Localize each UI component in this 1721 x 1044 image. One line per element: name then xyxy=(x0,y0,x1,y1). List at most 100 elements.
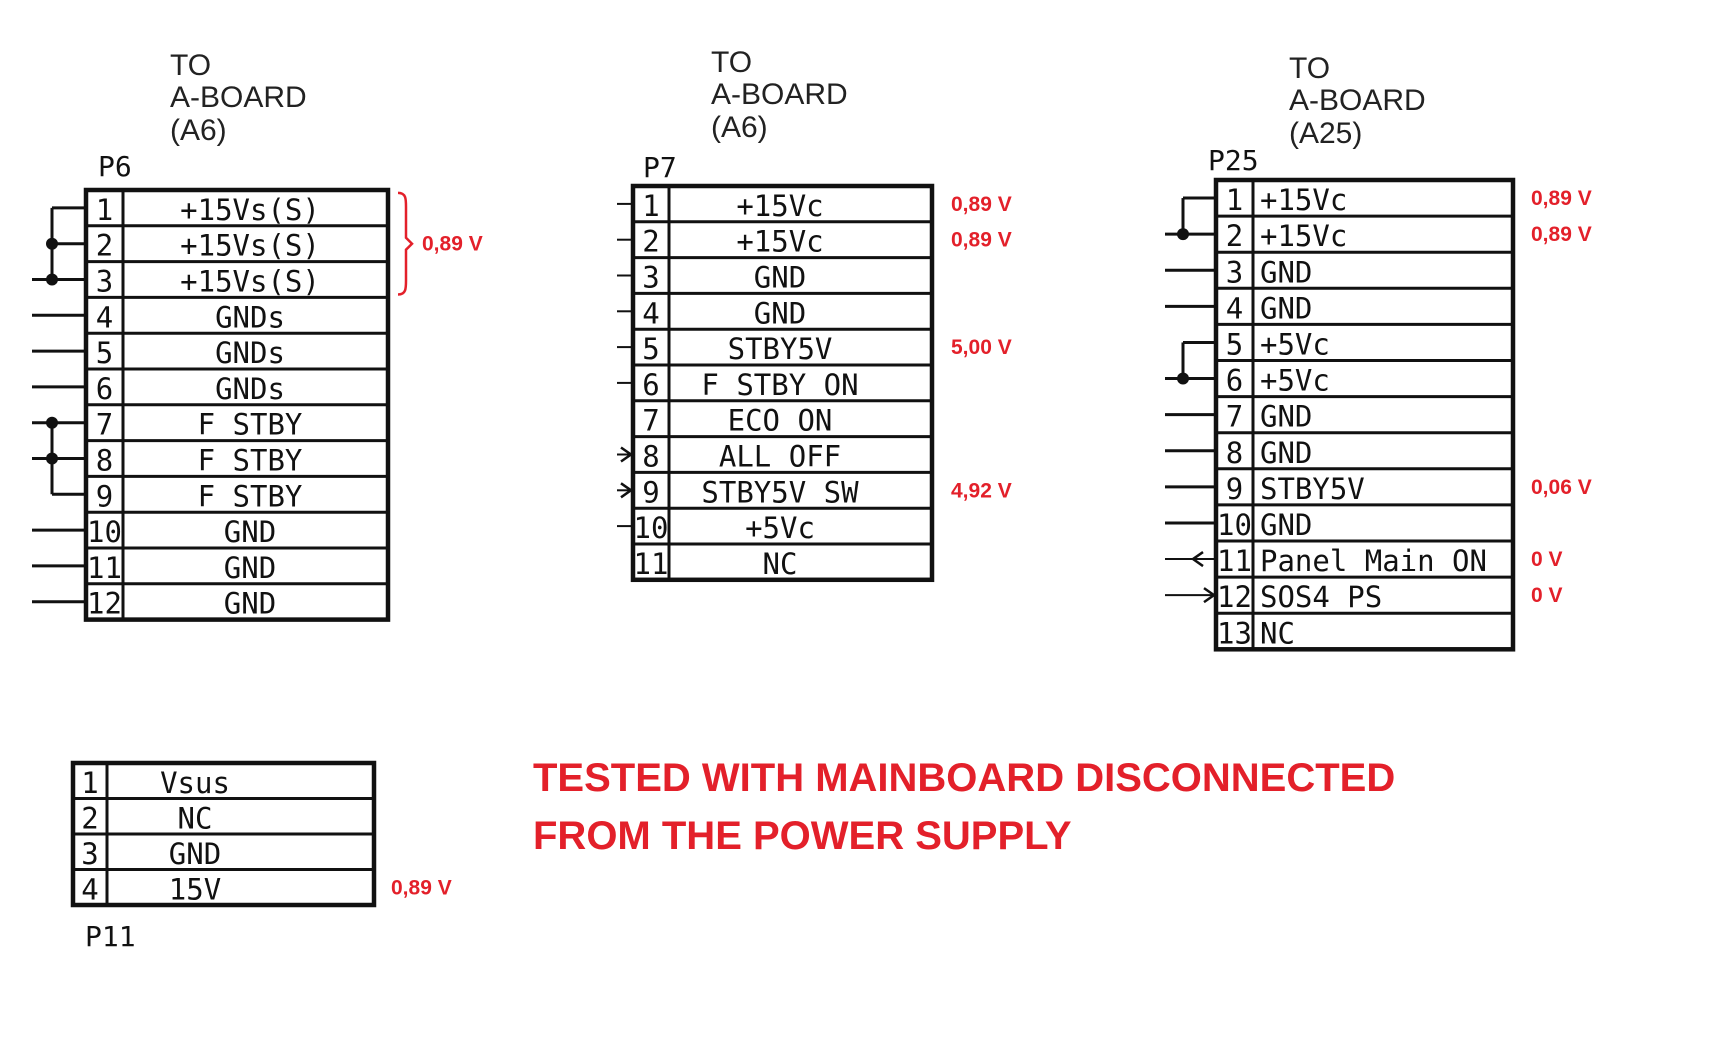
pin-number: 10 xyxy=(634,511,669,545)
pin-signal: +15Vc xyxy=(736,189,823,223)
connector-p6: TOA-BOARD(A6)P61+15Vs(S)2+15Vs(S)3+15Vs(… xyxy=(32,49,483,622)
connector-name: P11 xyxy=(85,920,136,953)
voltage-reading: 0,89 V xyxy=(951,193,1012,216)
pin-signal: NC xyxy=(178,801,213,835)
voltage-reading: 0 V xyxy=(1531,584,1563,607)
voltage-reading: 0,89 V xyxy=(1531,187,1592,210)
pin-number: 1 xyxy=(1226,183,1243,217)
pin-signal: Vsus xyxy=(160,766,230,800)
pin-signal: GNDs xyxy=(215,300,285,334)
arrow-right-icon xyxy=(620,446,634,463)
voltage-reading: 0,89 V xyxy=(422,233,483,256)
pin-number: 2 xyxy=(642,225,659,259)
pin-signal: 15V xyxy=(169,872,221,906)
connector-header-line: (A6) xyxy=(711,111,768,144)
connector-header-line: A-BOARD xyxy=(170,81,307,114)
pin-number: 11 xyxy=(634,547,669,581)
pin-signal: GNDs xyxy=(215,372,285,406)
pin-signal: STBY5V xyxy=(728,332,833,366)
pin-number: 6 xyxy=(642,368,659,402)
pin-signal: STBY5V_SW xyxy=(701,475,859,510)
pin-signal: GND xyxy=(1260,508,1312,542)
pin-signal: STBY5V xyxy=(1260,472,1365,506)
pin-number: 2 xyxy=(81,801,98,835)
connector-header-line: (A6) xyxy=(170,114,227,147)
pin-number: 4 xyxy=(96,300,113,334)
connector-header-line: TO xyxy=(170,49,211,82)
pin-number: 5 xyxy=(1226,327,1243,361)
connector-header-line: TO xyxy=(711,46,752,79)
pin-number: 9 xyxy=(642,475,659,509)
pin-number: 7 xyxy=(642,404,659,438)
pin-signal: GND xyxy=(224,515,276,549)
voltage-reading: 0,89 V xyxy=(391,876,452,899)
pin-signal: +15Vs(S) xyxy=(180,229,320,263)
pin-signal: GND xyxy=(224,551,276,585)
pin-signal: NC xyxy=(763,547,798,581)
pin-signal: GND xyxy=(169,837,221,871)
pin-signal: Panel_Main_ON xyxy=(1260,544,1487,579)
pin-number: 3 xyxy=(81,837,98,871)
voltage-reading: 0 V xyxy=(1531,548,1563,571)
pin-signal: GND xyxy=(754,261,806,295)
pin-signal: +5Vc xyxy=(745,511,815,545)
pin-number: 12 xyxy=(1217,580,1252,614)
pin-signal: +15Vc xyxy=(1260,183,1347,217)
connector-name: P6 xyxy=(98,150,132,183)
pin-signal: F_STBY xyxy=(198,479,303,514)
pin-number: 10 xyxy=(87,515,122,549)
pin-number: 8 xyxy=(642,440,659,474)
pin-number: 9 xyxy=(96,479,113,513)
pin-signal: GNDs xyxy=(215,336,285,370)
pin-signal: +15Vc xyxy=(736,225,823,259)
pin-number: 9 xyxy=(1226,472,1243,506)
test-note: TESTED WITH MAINBOARD DISCONNECTED FROM … xyxy=(533,756,1395,858)
pin-signal: GND xyxy=(224,587,276,621)
pin-signal: +5Vc xyxy=(1260,327,1330,361)
pin-number: 8 xyxy=(1226,436,1243,470)
connector-header-line: TO xyxy=(1289,52,1330,85)
junction-dot xyxy=(1177,228,1189,241)
pin-number: 4 xyxy=(642,296,659,330)
test-note-line-2: FROM THE POWER SUPPLY xyxy=(533,814,1072,858)
pin-signal: F_STBY_ON xyxy=(701,368,858,403)
pin-number: 8 xyxy=(96,444,113,478)
pin-signal: ALL_OFF xyxy=(719,440,841,475)
arrow-right-icon xyxy=(620,482,634,499)
pin-number: 12 xyxy=(87,587,122,621)
pin-signal: GND xyxy=(754,296,806,330)
pin-number: 4 xyxy=(1226,291,1243,325)
pin-number: 1 xyxy=(96,193,113,227)
pin-number: 4 xyxy=(81,872,98,906)
pin-number: 10 xyxy=(1217,508,1252,542)
pin-signal: F_STBY xyxy=(198,408,303,443)
pin-number: 3 xyxy=(96,265,113,299)
pin-number: 6 xyxy=(96,372,113,406)
voltage-reading: 5,00 V xyxy=(951,336,1012,359)
voltage-reading: 4,92 V xyxy=(951,479,1012,502)
connector-name: P25 xyxy=(1208,144,1259,177)
voltage-reading: 0,89 V xyxy=(1531,223,1592,246)
junction-dot xyxy=(46,273,58,286)
pin-number: 11 xyxy=(1217,544,1252,578)
connector-name: P7 xyxy=(643,151,677,184)
pin-signal: +15Vs(S) xyxy=(180,193,320,227)
test-note-line-1: TESTED WITH MAINBOARD DISCONNECTED xyxy=(533,756,1395,800)
pin-number: 6 xyxy=(1226,364,1243,398)
pin-number: 3 xyxy=(1226,255,1243,289)
arrow-left-icon xyxy=(1190,551,1204,568)
pin-number: 5 xyxy=(96,336,113,370)
pin-signal: +15Vc xyxy=(1260,219,1347,253)
pin-signal: GND xyxy=(1260,436,1312,470)
pin-signal: GND xyxy=(1260,400,1312,434)
connector-header-line: A-BOARD xyxy=(711,78,848,111)
junction-dot xyxy=(46,237,58,250)
pin-number: 2 xyxy=(96,229,113,263)
connectors-layer: TOA-BOARD(A6)P61+15Vs(S)2+15Vs(S)3+15Vs(… xyxy=(32,46,1592,953)
pin-number: 7 xyxy=(1226,400,1243,434)
pin-signal: ECO_ON xyxy=(728,404,833,439)
pin-number: 13 xyxy=(1217,616,1252,650)
junction-dot xyxy=(46,416,58,429)
pin-number: 1 xyxy=(81,766,98,800)
